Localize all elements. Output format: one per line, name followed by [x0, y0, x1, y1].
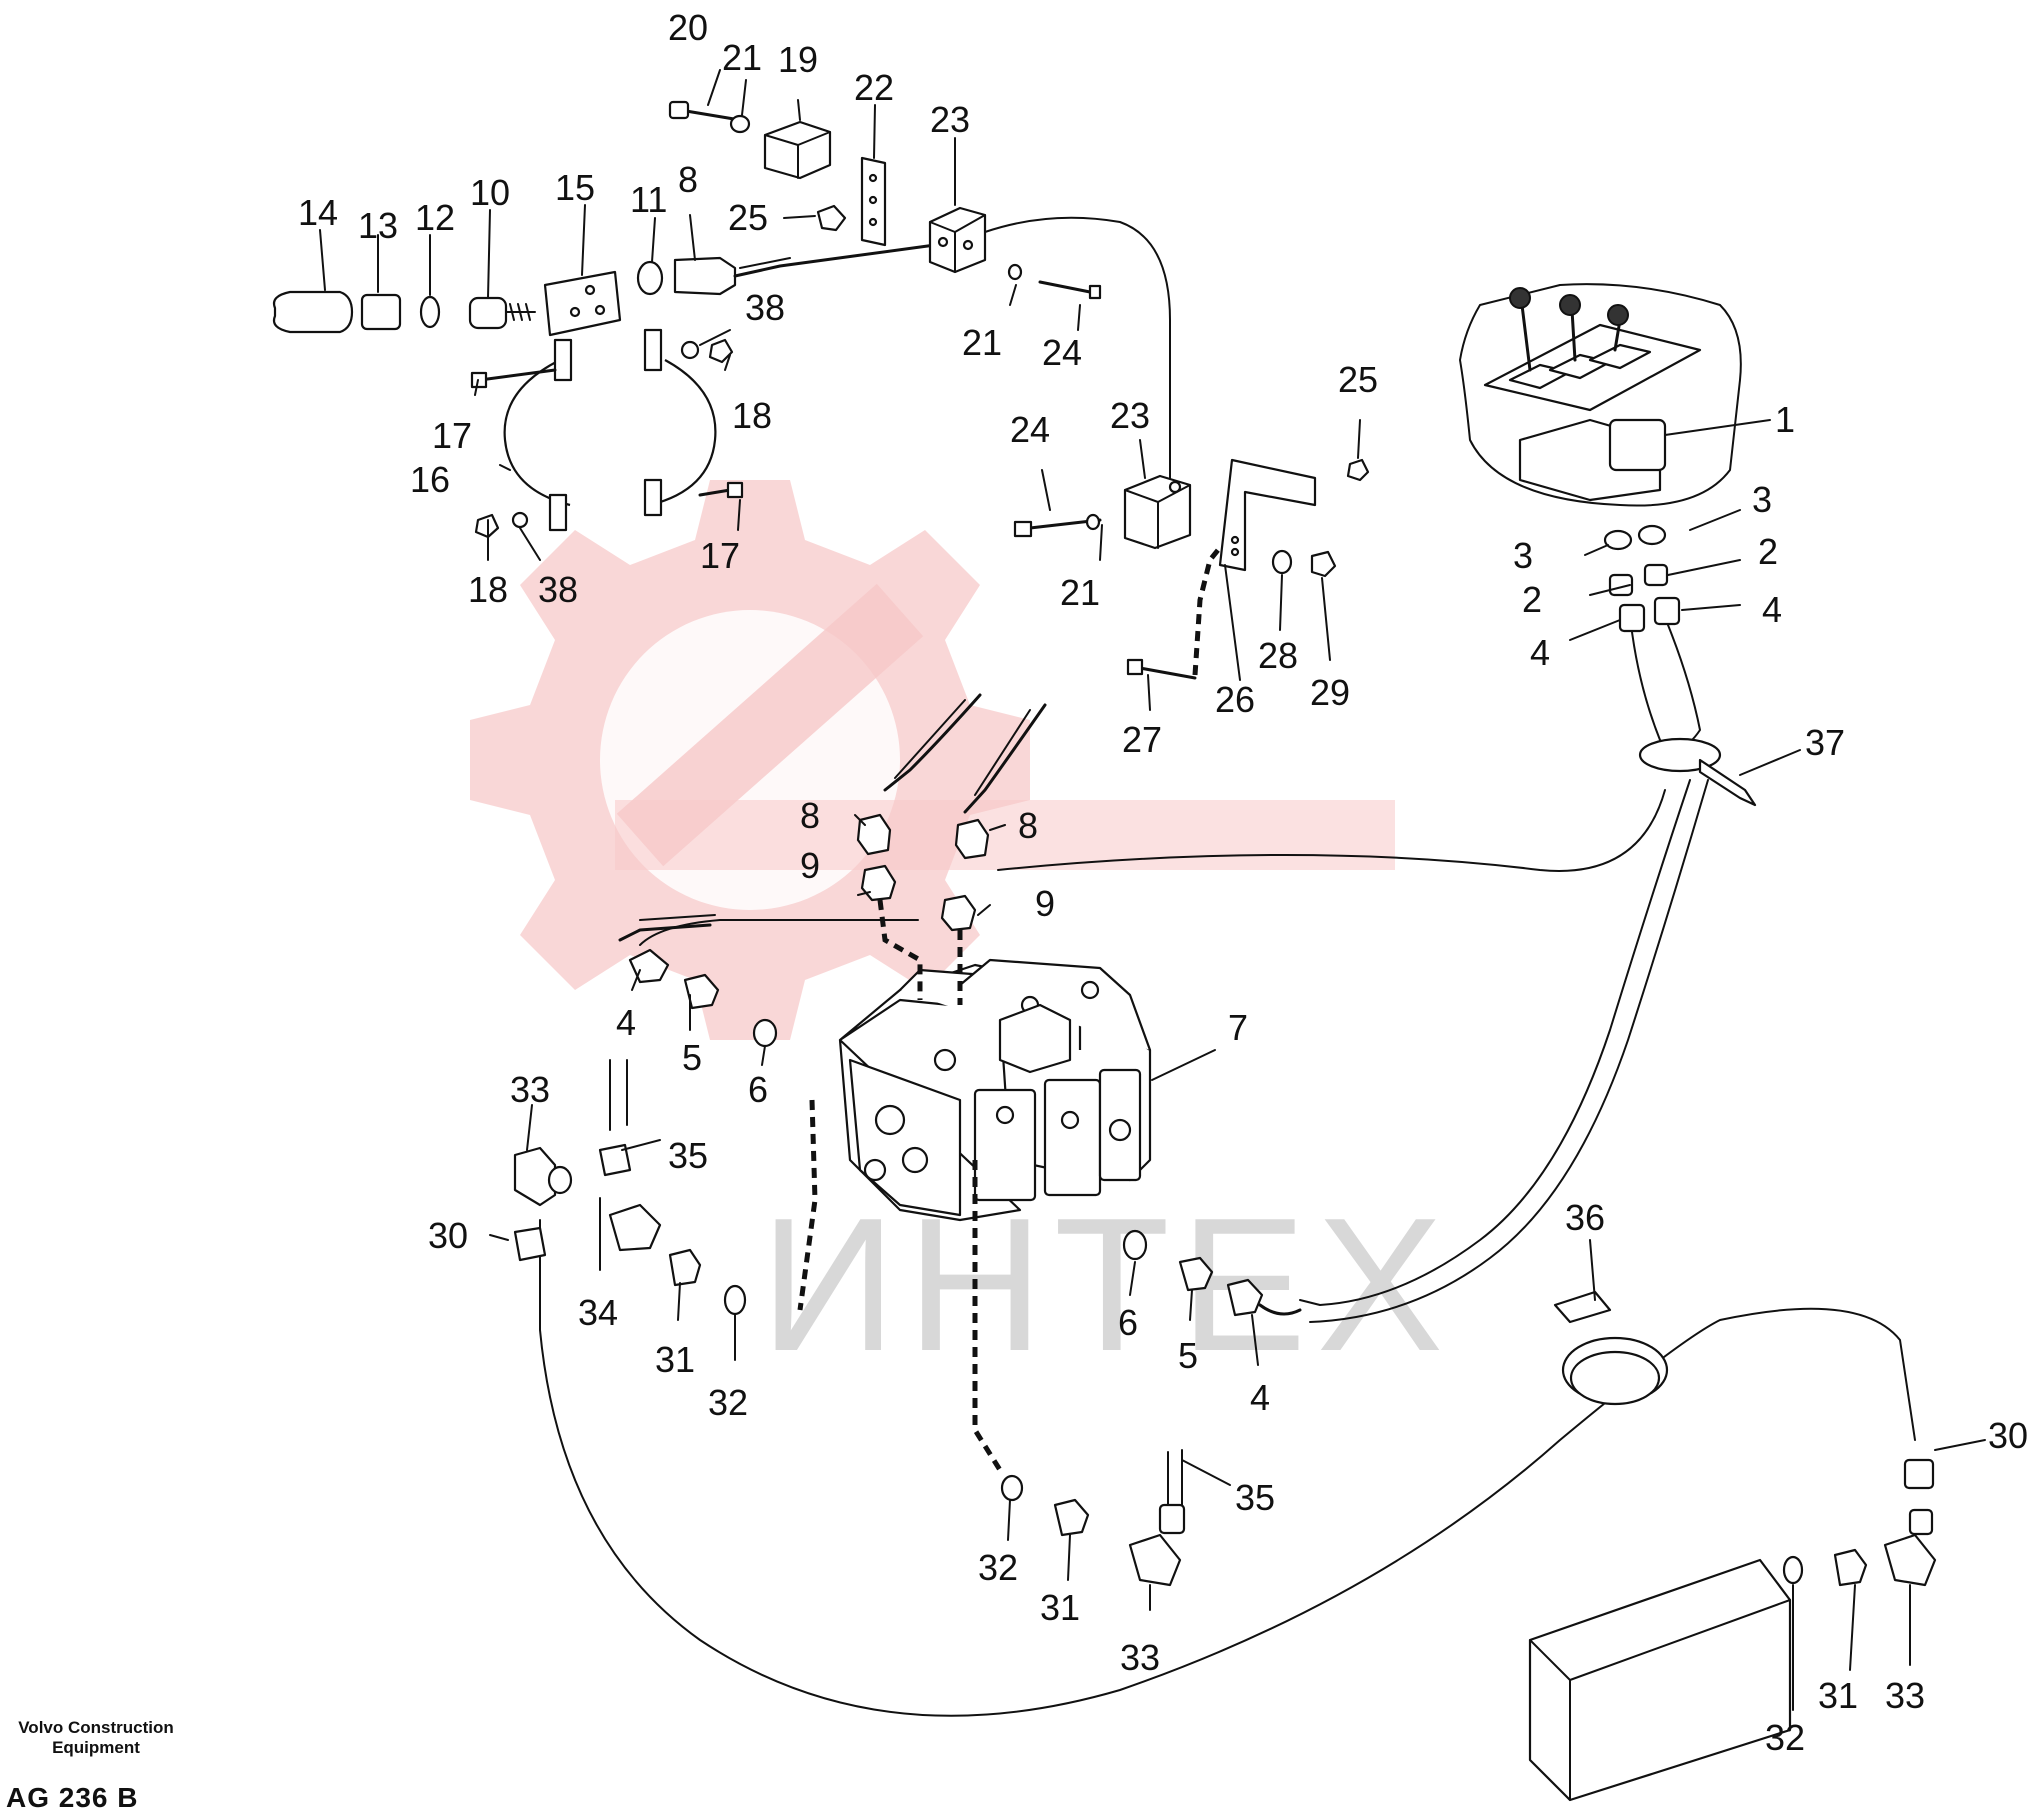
callout-4: 4	[1530, 632, 1550, 673]
callout-33: 33	[1885, 1675, 1925, 1716]
callout-25: 25	[728, 197, 768, 238]
callout-25: 25	[1338, 359, 1378, 400]
callout-8: 8	[678, 159, 698, 200]
mount-bracket-assembly	[1013, 458, 1370, 680]
callout-7: 7	[1228, 1007, 1248, 1048]
control-valve-block	[838, 958, 1152, 1222]
callout-13: 13	[358, 205, 398, 246]
title-block: Volvo Construction Equipment AG 236 B	[6, 1718, 186, 1813]
callout-38: 38	[538, 569, 578, 610]
callout-22: 22	[854, 67, 894, 108]
top-cable-assembly	[272, 100, 1171, 481]
callout-18: 18	[468, 569, 508, 610]
callout-21: 21	[722, 37, 762, 78]
callout-12: 12	[415, 197, 455, 238]
callout-16: 16	[410, 459, 450, 500]
callout-19: 19	[778, 39, 818, 80]
callout-36: 36	[1565, 1197, 1605, 1238]
callout-1: 1	[1775, 399, 1795, 440]
control-lever-unit	[1459, 283, 1757, 807]
company-name-line1: Volvo Construction	[18, 1718, 174, 1737]
callout-35: 35	[668, 1135, 708, 1176]
callout-23: 23	[1110, 395, 1150, 436]
callout-5: 5	[682, 1037, 702, 1078]
callout-38: 38	[745, 287, 785, 328]
callout-6: 6	[748, 1069, 768, 1110]
callout-2: 2	[1758, 531, 1778, 572]
callout-34: 34	[578, 1292, 618, 1333]
callout-26: 26	[1215, 679, 1255, 720]
watermark-text: ИНТЕХ	[760, 1179, 1453, 1391]
callout-4: 4	[1250, 1377, 1270, 1418]
callout-17: 17	[700, 535, 740, 576]
callout-32: 32	[708, 1382, 748, 1423]
callout-6: 6	[1118, 1302, 1138, 1343]
callout-24: 24	[1042, 332, 1082, 373]
callout-3: 3	[1752, 479, 1772, 520]
callout-5: 5	[1178, 1335, 1198, 1376]
drawing-code: AG 236 B	[6, 1782, 139, 1813]
hydraulic-hoses	[539, 693, 1916, 1717]
callout-10: 10	[470, 172, 510, 213]
callout-23: 23	[930, 99, 970, 140]
callout-20: 20	[668, 7, 708, 48]
callout-35: 35	[1235, 1477, 1275, 1518]
callout-21: 21	[1060, 572, 1100, 613]
callout-15: 15	[555, 167, 595, 208]
callout-24: 24	[1010, 409, 1050, 450]
valve-fittings	[513, 813, 1302, 1587]
callout-4: 4	[1762, 589, 1782, 630]
callout-3: 3	[1513, 535, 1533, 576]
callout-2: 2	[1522, 579, 1542, 620]
callout-32: 32	[978, 1547, 1018, 1588]
company-name-line2: Equipment	[52, 1738, 140, 1757]
callout-37: 37	[1805, 722, 1845, 763]
callout-27: 27	[1122, 719, 1162, 760]
callout-30: 30	[1988, 1415, 2028, 1456]
callout-31: 31	[1040, 1587, 1080, 1628]
callout-31: 31	[1818, 1675, 1858, 1716]
callout-32: 32	[1765, 1717, 1805, 1758]
callout-9: 9	[800, 845, 820, 886]
callout-4: 4	[616, 1002, 636, 1043]
callout-18: 18	[732, 395, 772, 436]
callout-8: 8	[1018, 805, 1038, 846]
callout-17: 17	[432, 415, 472, 456]
callout-28: 28	[1258, 635, 1298, 676]
lower-right-components	[1528, 1290, 1937, 1802]
callout-29: 29	[1310, 672, 1350, 713]
callout-30: 30	[428, 1215, 468, 1256]
callout-8: 8	[800, 795, 820, 836]
callout-9: 9	[1035, 883, 1055, 924]
callout-labels: 1 3 3 2 2 4 4 37 7 8 8 9 9 4 5 6 33 35 3…	[298, 7, 2028, 1758]
callout-31: 31	[655, 1339, 695, 1380]
callout-11: 11	[630, 179, 667, 220]
watermark-gear-logo	[470, 480, 1395, 1040]
callout-33: 33	[510, 1069, 550, 1110]
callout-33: 33	[1120, 1637, 1160, 1678]
callout-21: 21	[962, 322, 1002, 363]
leader-lines	[319, 69, 1986, 1711]
clamp-assembly	[470, 328, 744, 539]
callout-14: 14	[298, 192, 338, 233]
